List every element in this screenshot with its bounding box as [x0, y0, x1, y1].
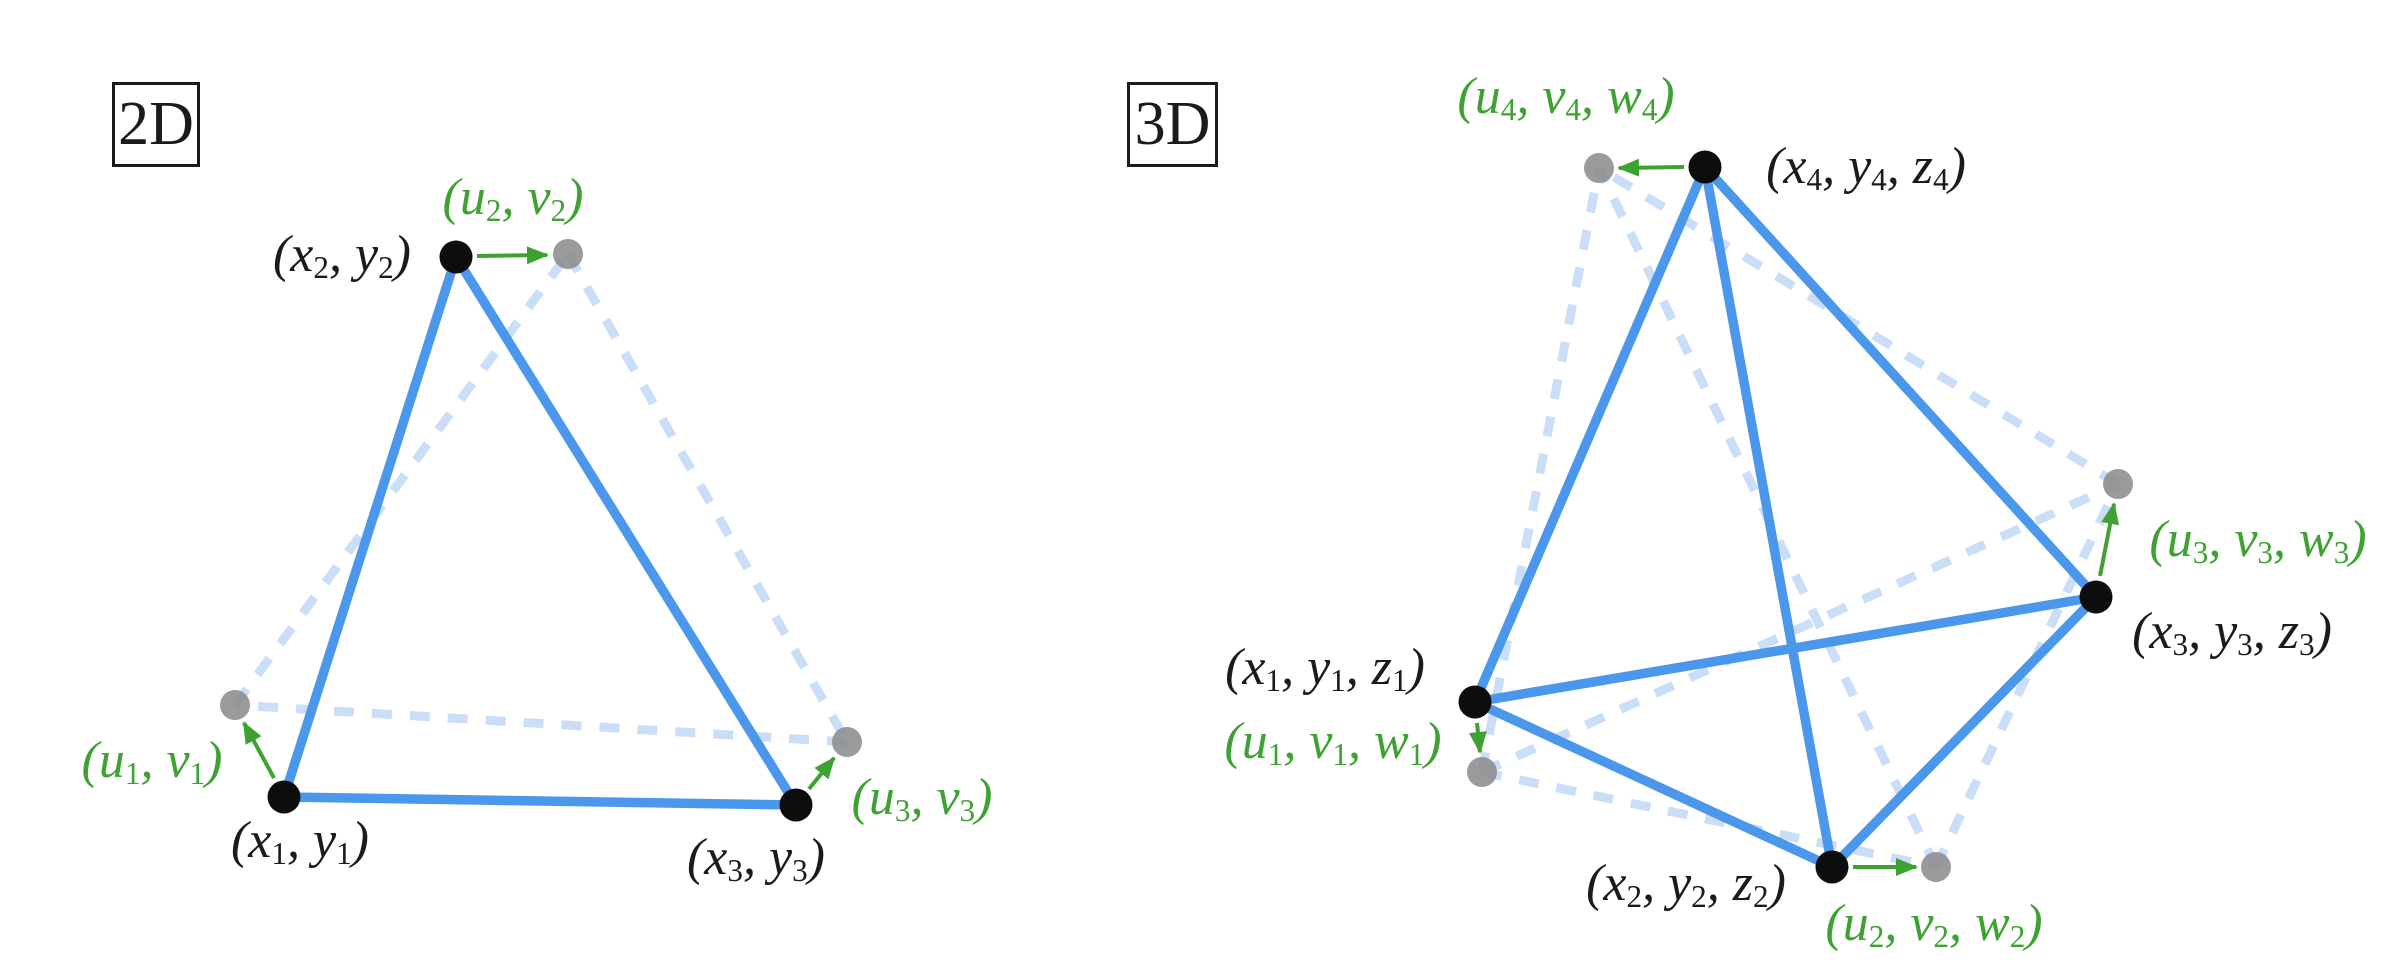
3d-edge-3 — [1470, 165, 1710, 704]
3d-edge-2 — [1474, 592, 2097, 707]
3d-displaced-edge-1 — [1481, 767, 1937, 872]
2d-vector-label-2: (u2, v2) — [442, 169, 584, 228]
3d-edge-6 — [1701, 163, 2100, 601]
2d-edge-1 — [279, 255, 461, 799]
3d-edge-4 — [1828, 593, 2100, 871]
3d-vector-label-3: (u3, v3, w3) — [2149, 511, 2367, 570]
panel-2d-label: 2D — [118, 90, 194, 158]
2d-vector-label-3: (u3, v3) — [851, 769, 993, 828]
3d-vertex-dot-4 — [1688, 150, 1722, 184]
2d-vertex-dot-1 — [267, 780, 301, 814]
3d-vertex-label-1: (x1, y1, z1) — [1225, 639, 1425, 698]
3d-displaced-edge-3 — [1477, 167, 1604, 773]
2d-vertex-dot-3 — [779, 788, 813, 822]
3d-displaced-edge-6 — [1596, 164, 2121, 488]
3d-edge-5 — [1700, 166, 1837, 868]
3d-vertex-dot-2 — [1815, 850, 1849, 884]
3d-displaced-vertex-dot-3 — [2103, 469, 2133, 499]
2d-vertex-label-1: (x1, y1) — [230, 812, 370, 871]
3d-vector-label-1: (u1, v1, w1) — [1224, 713, 1442, 772]
3d-displaced-vertex-dot-2 — [1921, 852, 1951, 882]
3d-vertex-label-4: (x4, y4, z4) — [1766, 138, 1966, 197]
2d-displacement-arrow-2 — [476, 246, 549, 265]
2d-edge-2 — [451, 254, 801, 808]
3d-vector-label-2: (u2, v2, w2) — [1825, 895, 2043, 954]
3d-vertex-dot-3 — [2079, 580, 2113, 614]
3d-displaced-edge-2 — [1480, 479, 2120, 777]
2d-displaced-vertex-dot-2 — [553, 239, 583, 269]
3d-displaced-edge-4 — [1931, 482, 2123, 869]
2d-vertex-dot-2 — [439, 240, 473, 274]
3d-vector-label-4: (u4, v4, w4) — [1457, 68, 1675, 127]
panel-3d-label: 3D — [1134, 90, 1211, 158]
2d-displaced-edge-3 — [234, 700, 848, 747]
panel-2d-label-box: 2D — [112, 82, 200, 167]
2d-edge-3 — [283, 792, 797, 810]
3d-vertex-label-2: (x2, y2, z2) — [1586, 855, 1786, 914]
panel-3d-label-box: 3D — [1127, 82, 1218, 167]
3d-displacement-arrow-3 — [2098, 502, 2120, 577]
2d-vertex-label-3: (x3, y3) — [686, 829, 826, 888]
3d-edge-1 — [1473, 697, 1834, 872]
2d-displaced-edge-1 — [231, 251, 572, 708]
2d-vector-label-1: (u1, v1) — [81, 732, 223, 791]
2d-displacement-arrow-3 — [807, 756, 836, 791]
2d-displaced-vertex-dot-3 — [832, 727, 862, 757]
3d-vertex-dot-1 — [1458, 685, 1492, 719]
2d-displaced-edge-2 — [564, 251, 851, 745]
2d-displaced-vertex-dot-1 — [220, 690, 250, 720]
3d-displaced-vertex-dot-1 — [1467, 757, 1497, 787]
3d-vertex-label-3: (x3, y3, z3) — [2132, 603, 2332, 662]
2d-vertex-label-2: (x2, y2) — [272, 226, 412, 285]
2d-displacement-arrow-1 — [242, 721, 276, 779]
3d-displacement-arrow-4 — [1617, 158, 1685, 177]
3d-displaced-vertex-dot-4 — [1584, 153, 1614, 183]
3d-displacement-arrow-1 — [1468, 722, 1487, 754]
